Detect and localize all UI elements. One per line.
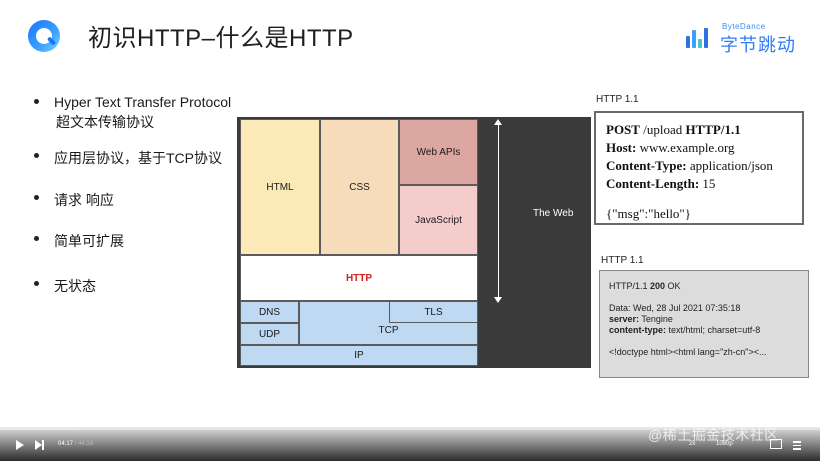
css-block: CSS <box>320 119 399 255</box>
content-type-header: content-type: text/html; charset=utf-8 <box>609 325 761 335</box>
video-progress-fill <box>0 427 79 430</box>
request-line: POST /upload HTTP/1.1 <box>606 122 741 137</box>
video-control-bar <box>0 427 820 461</box>
server-header: server: Tengine <box>609 314 673 324</box>
response-example: HTTP/1.1 200 OK Data: Wed, 28 Jul 2021 0… <box>599 270 809 378</box>
dns-block: DNS <box>240 301 299 323</box>
date-header: Data: Wed, 28 Jul 2021 07:35:18 <box>609 303 741 313</box>
request-body: {"msg":"hello"} <box>606 206 691 221</box>
quality-button[interactable]: 1080p <box>716 441 733 447</box>
request-example: POST /upload HTTP/1.1 Host: www.example.… <box>594 111 804 225</box>
bullet-dot-icon <box>34 236 39 241</box>
video-time: 04:17 / 44:33 <box>58 441 94 447</box>
next-icon[interactable] <box>35 440 45 450</box>
app-logo-icon <box>28 20 60 52</box>
watermark: @稀土掘金技术社区 <box>648 427 779 443</box>
content-type-header: Content-Type: application/json <box>606 158 773 173</box>
bullet-dot-icon <box>34 153 39 158</box>
slide-title: 初识HTTP–什么是HTTP <box>88 25 354 52</box>
arrow-down-icon <box>494 297 502 303</box>
web-apis-block: Web APIs <box>399 119 478 185</box>
brand-cn: 字节跳动 <box>720 35 796 55</box>
web-stack-diagram: HTML CSS Web APIs JavaScript HTTP DNS UD… <box>237 117 591 368</box>
http-block: HTTP <box>240 255 478 301</box>
status-line: HTTP/1.1 200 OK <box>609 281 681 291</box>
bytedance-logo: ByteDance 字节跳动 <box>686 22 806 55</box>
javascript-block: JavaScript <box>399 185 478 255</box>
tls-block: TLS <box>389 301 478 323</box>
play-icon[interactable] <box>16 440 24 450</box>
host-header: Host: www.example.org <box>606 140 735 155</box>
arrow-up-icon <box>494 119 502 125</box>
scope-arrow <box>498 123 499 299</box>
response-body: <!doctype html><html lang="zh-cn"><... <box>609 347 767 357</box>
html-block: HTML <box>240 119 320 255</box>
request-label: HTTP 1.1 <box>596 94 639 105</box>
content-length-header: Content-Length: 15 <box>606 176 716 191</box>
the-web-label: The Web <box>533 208 574 219</box>
menu-icon[interactable] <box>793 440 801 450</box>
bytedance-bars-icon <box>686 28 716 48</box>
brand-en: ByteDance <box>722 22 766 31</box>
bullet-sub: 超文本传输协议 <box>56 114 154 130</box>
bullet-dot-icon <box>34 195 39 200</box>
udp-block: UDP <box>240 323 299 345</box>
fullscreen-icon[interactable] <box>770 439 782 449</box>
bullet-dot-icon <box>34 99 39 104</box>
ip-block: IP <box>240 345 478 366</box>
response-label: HTTP 1.1 <box>601 255 644 266</box>
speed-button[interactable]: 2x <box>689 441 696 447</box>
bullet-dot-icon <box>34 281 39 286</box>
video-progress-bar[interactable] <box>0 427 820 430</box>
